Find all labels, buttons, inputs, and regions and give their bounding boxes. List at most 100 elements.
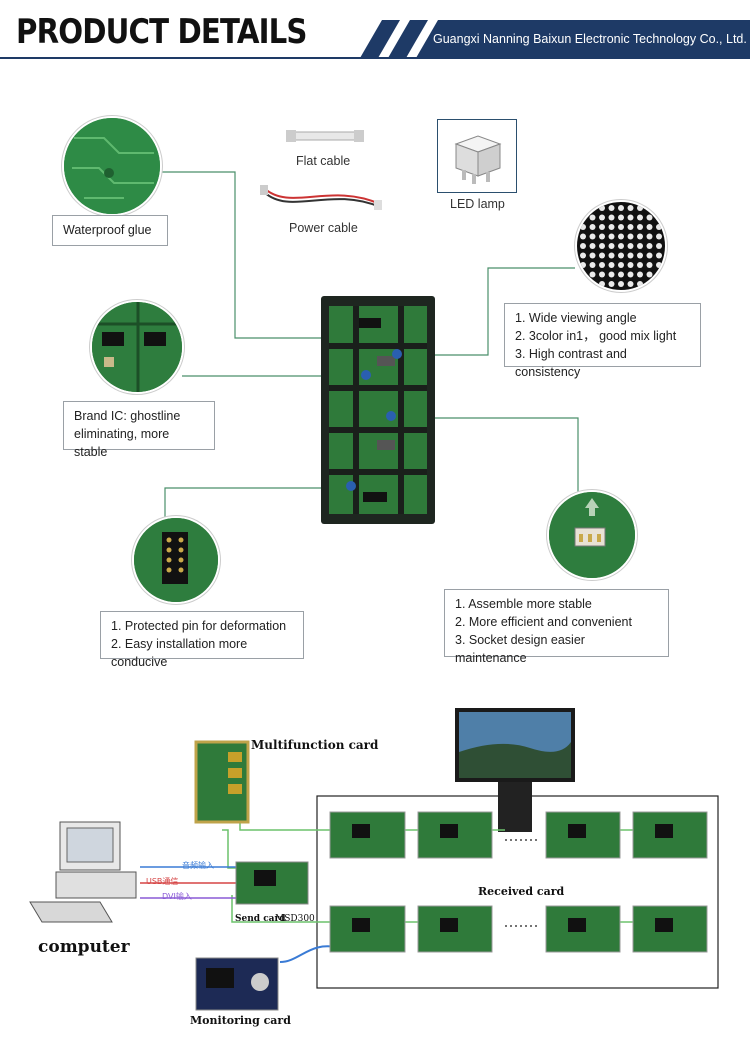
led-dot xyxy=(618,233,624,240)
led-dot xyxy=(656,224,662,230)
led-dot xyxy=(618,252,624,259)
power-cable-icon xyxy=(260,185,382,210)
send-card-label: Send card xyxy=(235,914,286,924)
led-dot xyxy=(608,271,615,278)
led-dot xyxy=(589,252,596,259)
led-dot xyxy=(627,262,634,268)
led-dot xyxy=(627,281,634,287)
led-dot xyxy=(627,243,634,249)
led-matrix-zoom xyxy=(575,200,667,292)
led-dot xyxy=(627,252,634,259)
led-dot xyxy=(646,214,653,221)
led-dot xyxy=(627,271,634,278)
flat-cable-label: Flat cable xyxy=(296,154,351,168)
company-name: Guangxi Nanning Baixun Electronic Techno… xyxy=(433,32,747,46)
led-dot xyxy=(627,224,634,230)
led-dot xyxy=(599,252,605,259)
led-dot xyxy=(646,243,653,249)
led-dot xyxy=(599,262,605,268)
brand-ic-line-1: Brand IC: ghostline xyxy=(74,409,181,423)
brand-ic-line-2: eliminating, more stable xyxy=(74,427,170,459)
system-wiring xyxy=(29,708,719,1011)
led-dot xyxy=(580,243,586,249)
led-dot xyxy=(618,214,624,221)
led-dot xyxy=(589,262,596,268)
pcb-detail-icon xyxy=(64,118,160,214)
led-dot xyxy=(646,233,653,240)
led-dot xyxy=(599,224,605,230)
led-module-back xyxy=(321,296,435,524)
audio-input-label: 音频输入 xyxy=(182,861,214,870)
socket-icon xyxy=(549,492,635,578)
led-dot xyxy=(618,243,624,249)
led-dot xyxy=(599,205,605,211)
viewing-line-2: 2. 3color in1， good mix light xyxy=(515,329,677,343)
led-dot xyxy=(580,233,586,240)
led-dot xyxy=(589,233,596,240)
led-dot xyxy=(627,214,634,221)
led-dot xyxy=(637,271,643,278)
led-dot xyxy=(627,205,634,211)
led-dot xyxy=(637,233,643,240)
led-dot xyxy=(618,271,624,278)
led-dot xyxy=(656,243,662,249)
led-dot xyxy=(618,205,624,211)
led-dot xyxy=(656,262,662,268)
viewing-line-3: 3. High contrast and consistency xyxy=(515,347,627,379)
led-dot xyxy=(599,214,605,221)
led-dot xyxy=(608,243,615,249)
led-dot xyxy=(637,243,643,249)
led-dot xyxy=(627,233,634,240)
led-lamp-icon xyxy=(454,135,502,184)
socket-zoom xyxy=(547,490,637,580)
led-dot xyxy=(589,224,596,230)
led-dot xyxy=(646,252,653,259)
page-title: PRODUCT DETAILS xyxy=(16,12,307,52)
led-dot xyxy=(580,224,586,230)
viewing-angle-callout: 1. Wide viewing angle 2. 3color in1， goo… xyxy=(504,303,701,379)
led-dot xyxy=(637,281,643,287)
led-dot xyxy=(608,205,615,211)
led-dot xyxy=(637,205,643,211)
led-dot xyxy=(589,214,596,221)
led-dot xyxy=(608,252,615,259)
received-card-label: Received card xyxy=(478,885,565,898)
led-dot xyxy=(637,252,643,259)
waterproof-glue-zoom xyxy=(62,116,162,216)
led-dot xyxy=(608,214,615,221)
monitoring-card-label: Monitoring card xyxy=(190,1014,291,1027)
led-dot xyxy=(608,262,615,268)
led-dot xyxy=(580,252,586,259)
send-card-model: MSD300 xyxy=(275,914,315,924)
pin-header-icon xyxy=(134,518,218,602)
brand-ic-zoom xyxy=(90,300,184,394)
power-cable-label: Power cable xyxy=(289,221,358,235)
header-rule xyxy=(0,57,750,59)
led-dot xyxy=(637,214,643,221)
multifunction-card-label: Multifunction card xyxy=(251,738,379,752)
led-module-pcb-icon xyxy=(329,306,427,514)
led-dot xyxy=(618,224,624,230)
pins-line-2: 2. Easy installation more conducive xyxy=(111,637,248,669)
pins-line-1: 1. Protected pin for deformation xyxy=(111,619,287,633)
led-dot xyxy=(618,262,624,268)
flat-cable-icon xyxy=(286,130,364,142)
led-dot xyxy=(646,271,653,278)
computer-label: computer xyxy=(38,937,130,957)
led-dot xyxy=(599,243,605,249)
led-dot xyxy=(589,271,596,278)
pins-callout: 1. Protected pin for deformation 2. Easy… xyxy=(100,611,304,669)
led-lamp-frame xyxy=(437,119,517,193)
viewing-line-1: 1. Wide viewing angle xyxy=(515,311,637,325)
led-dot xyxy=(656,252,662,259)
led-dot xyxy=(608,224,615,230)
led-dot xyxy=(599,271,605,278)
company-banner xyxy=(360,20,750,58)
led-dot xyxy=(637,262,643,268)
led-lamp-label: LED lamp xyxy=(450,197,505,211)
led-dot xyxy=(618,281,624,287)
led-dot xyxy=(608,233,615,240)
socket-line-3: 3. Socket design easier maintenance xyxy=(455,633,585,665)
led-dot xyxy=(656,233,662,240)
dvi-input-label: DVI输入 xyxy=(162,892,192,901)
